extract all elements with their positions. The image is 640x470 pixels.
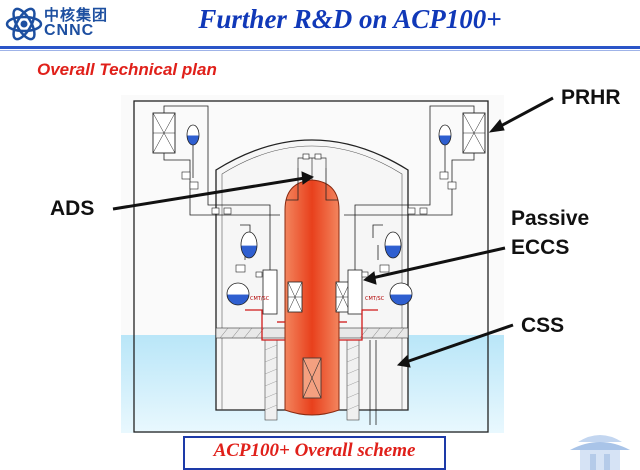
valve-symbols [181, 171, 457, 278]
black-piping [163, 105, 475, 425]
ads-valves [297, 153, 327, 180]
title-rule [0, 46, 640, 49]
containment-inner-wall [221, 145, 403, 410]
pit-wall-left [264, 339, 278, 421]
accumulator-left [240, 231, 258, 259]
left-vessel-tag: CMT/SC [250, 296, 270, 302]
callout-prhr: PRHR [561, 86, 621, 109]
title-rule-thin [0, 50, 640, 51]
cmt-tank-left [226, 282, 250, 306]
callout-ads: ADS [50, 197, 95, 220]
diagram-caption: ACP100+ Overall scheme [213, 440, 416, 461]
floor-hatching [219, 327, 405, 339]
cmt-right [347, 269, 363, 315]
accumulator-right [384, 231, 402, 259]
prhr-tank-right [438, 124, 452, 146]
right-vessel-tag: CMT/SC [365, 296, 385, 302]
slide-title: Further R&D on ACP100+ [198, 4, 502, 34]
pit-hatching [264, 344, 360, 411]
cnnc-logo [4, 4, 114, 46]
containment-boundary [133, 100, 489, 433]
atom-icon [5, 7, 43, 41]
callout-eccs: ECCS [511, 236, 570, 259]
cmt-left [262, 269, 278, 315]
reactor-vessel [284, 179, 340, 416]
red-piping [245, 309, 378, 341]
pit-wall-right [346, 339, 360, 421]
callout-arrows [112, 96, 554, 368]
logo-english-text: CNNC [44, 22, 95, 39]
slide-subtitle: Overall Technical plan [37, 60, 217, 79]
logo-chinese-text: 中核集团 [44, 6, 109, 24]
cmt-tank-right [389, 282, 413, 306]
callout-css: CSS [521, 314, 565, 337]
prhr-tank-left [186, 124, 200, 146]
callout-passive: Passive [511, 207, 590, 230]
temple-icon [570, 435, 630, 470]
caption-box [183, 436, 446, 470]
